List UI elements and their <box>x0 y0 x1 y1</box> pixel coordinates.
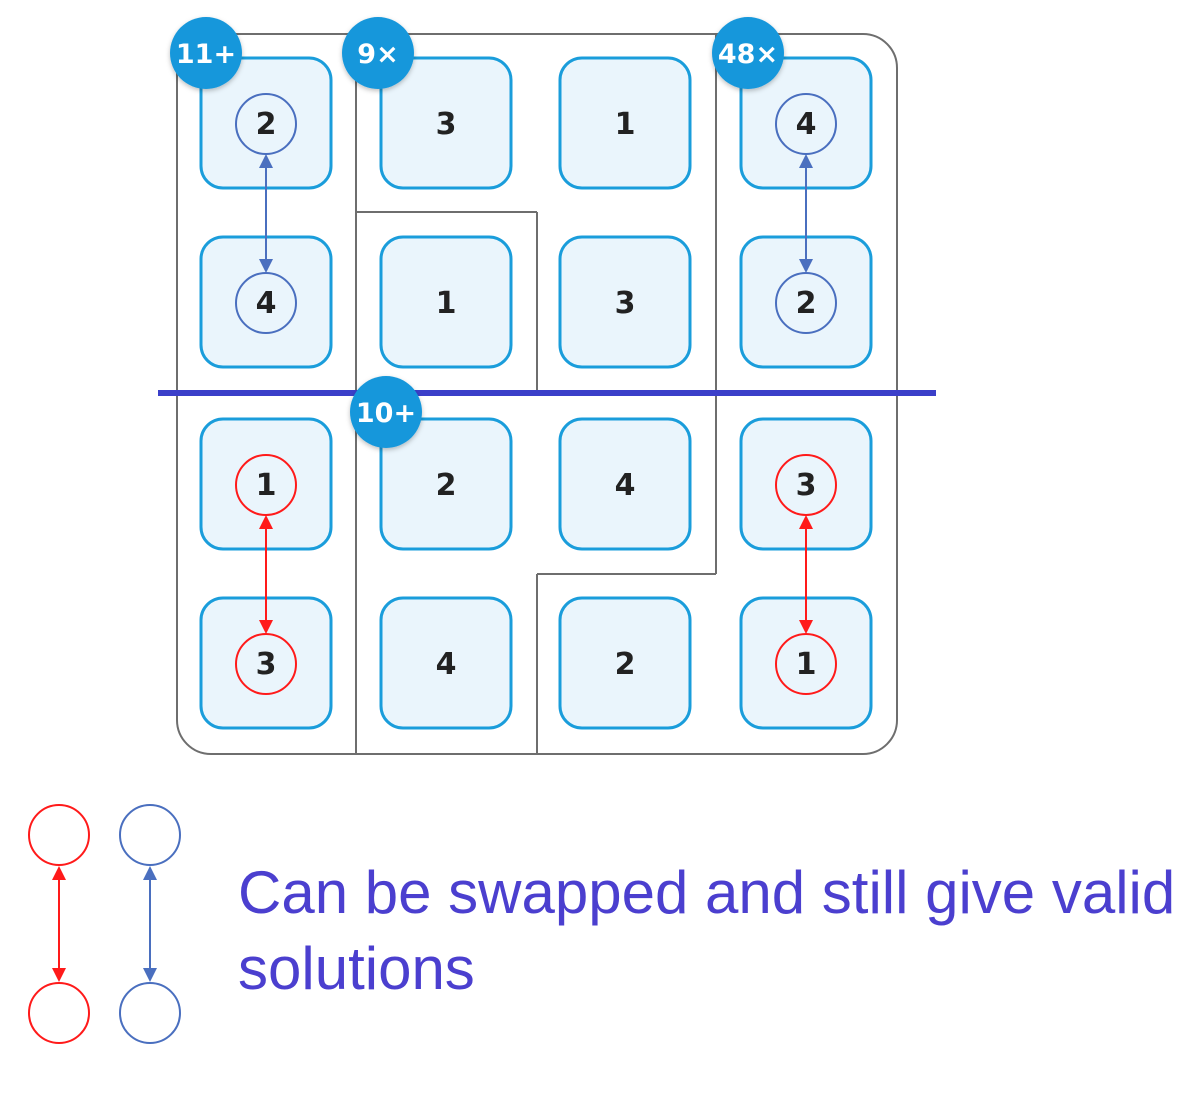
arrowhead-up <box>52 866 66 880</box>
cell-digit: 1 <box>615 107 636 142</box>
legend-arrow <box>52 866 66 982</box>
cage-label: 10+ <box>356 398 416 429</box>
arrowhead-down <box>799 259 813 273</box>
cell-digit: 1 <box>436 286 457 321</box>
grid-cell[interactable]: 4 <box>558 417 692 551</box>
badge-circle <box>350 376 422 448</box>
arrowhead-down <box>143 968 157 982</box>
cell-digit: 3 <box>796 468 817 503</box>
grid-cell[interactable]: 4 <box>739 56 873 190</box>
swap-arrow <box>259 154 273 273</box>
legend-icons <box>28 804 181 1044</box>
cell-box <box>558 417 692 551</box>
swap-markers <box>259 154 813 634</box>
cell-digit: 1 <box>796 647 817 682</box>
cage-label: 11+ <box>176 39 236 70</box>
cell-box <box>379 596 513 730</box>
grid-cell[interactable]: 1 <box>199 417 333 551</box>
arrowhead-up <box>259 154 273 168</box>
legend-circle-bottom <box>119 982 181 1044</box>
cell-box <box>558 56 692 190</box>
legend-arrow <box>143 866 157 982</box>
legend-circle-top <box>119 804 181 866</box>
legend-circle-top <box>28 804 90 866</box>
cell-box <box>379 56 513 190</box>
grid-cell[interactable]: 1 <box>379 235 513 369</box>
grid-cell[interactable]: 3 <box>558 235 692 369</box>
cage-badge: 9× <box>342 17 414 89</box>
badge-circle <box>170 17 242 89</box>
arrowhead-up <box>799 154 813 168</box>
grid-cell[interactable]: 1 <box>558 56 692 190</box>
cell-digit: 4 <box>796 107 817 142</box>
arrowhead-down <box>799 620 813 634</box>
cage-badge: 10+ <box>350 376 422 448</box>
swap-arrow <box>799 515 813 634</box>
cell-grid: 2 3 1 4 4 1 3 2 1 2 4 3 3 4 2 1 <box>199 56 873 730</box>
arrowhead-down <box>259 620 273 634</box>
cell-digit: 1 <box>256 468 277 503</box>
cell-box <box>558 235 692 369</box>
arrowhead-up <box>799 515 813 529</box>
cell-box <box>379 235 513 369</box>
arrowhead-up <box>143 866 157 880</box>
cell-digit: 2 <box>256 107 277 142</box>
legend-circle-bottom <box>28 982 90 1044</box>
grid-cell[interactable]: 3 <box>379 56 513 190</box>
cage-label: 48× <box>718 39 778 70</box>
cell-digit: 2 <box>796 286 817 321</box>
grid-cell[interactable]: 2 <box>379 417 513 551</box>
badge-circle <box>712 17 784 89</box>
grid-cell[interactable]: 2 <box>199 56 333 190</box>
cell-digit: 4 <box>615 468 636 503</box>
cage-badges: 11+ 9× 48× 10+ <box>170 17 784 448</box>
badge-circle <box>342 17 414 89</box>
cage-label: 9× <box>357 39 398 70</box>
cell-box <box>379 417 513 551</box>
cell-digit: 4 <box>436 647 457 682</box>
cell-digit: 2 <box>615 647 636 682</box>
blue-swap-legend-icon <box>119 804 181 1044</box>
arrowhead-down <box>259 259 273 273</box>
cage-badge: 48× <box>712 17 784 89</box>
cell-digit: 3 <box>256 647 277 682</box>
grid-cell[interactable]: 2 <box>558 596 692 730</box>
grid-cell[interactable]: 3 <box>739 417 873 551</box>
red-swap-legend-icon <box>28 804 90 1044</box>
cell-digit: 3 <box>436 107 457 142</box>
cell-digit: 4 <box>256 286 277 321</box>
arrowhead-up <box>259 515 273 529</box>
cell-digit: 2 <box>436 468 457 503</box>
swap-arrow <box>259 515 273 634</box>
legend-text: Can be swapped and still give valid solu… <box>238 859 1176 1002</box>
cell-box <box>558 596 692 730</box>
arrowhead-down <box>52 968 66 982</box>
grid-cell[interactable]: 4 <box>379 596 513 730</box>
swap-arrow <box>799 154 813 273</box>
cell-digit: 3 <box>615 286 636 321</box>
grid-cell[interactable]: 4 <box>199 235 333 369</box>
cage-badge: 11+ <box>170 17 242 89</box>
